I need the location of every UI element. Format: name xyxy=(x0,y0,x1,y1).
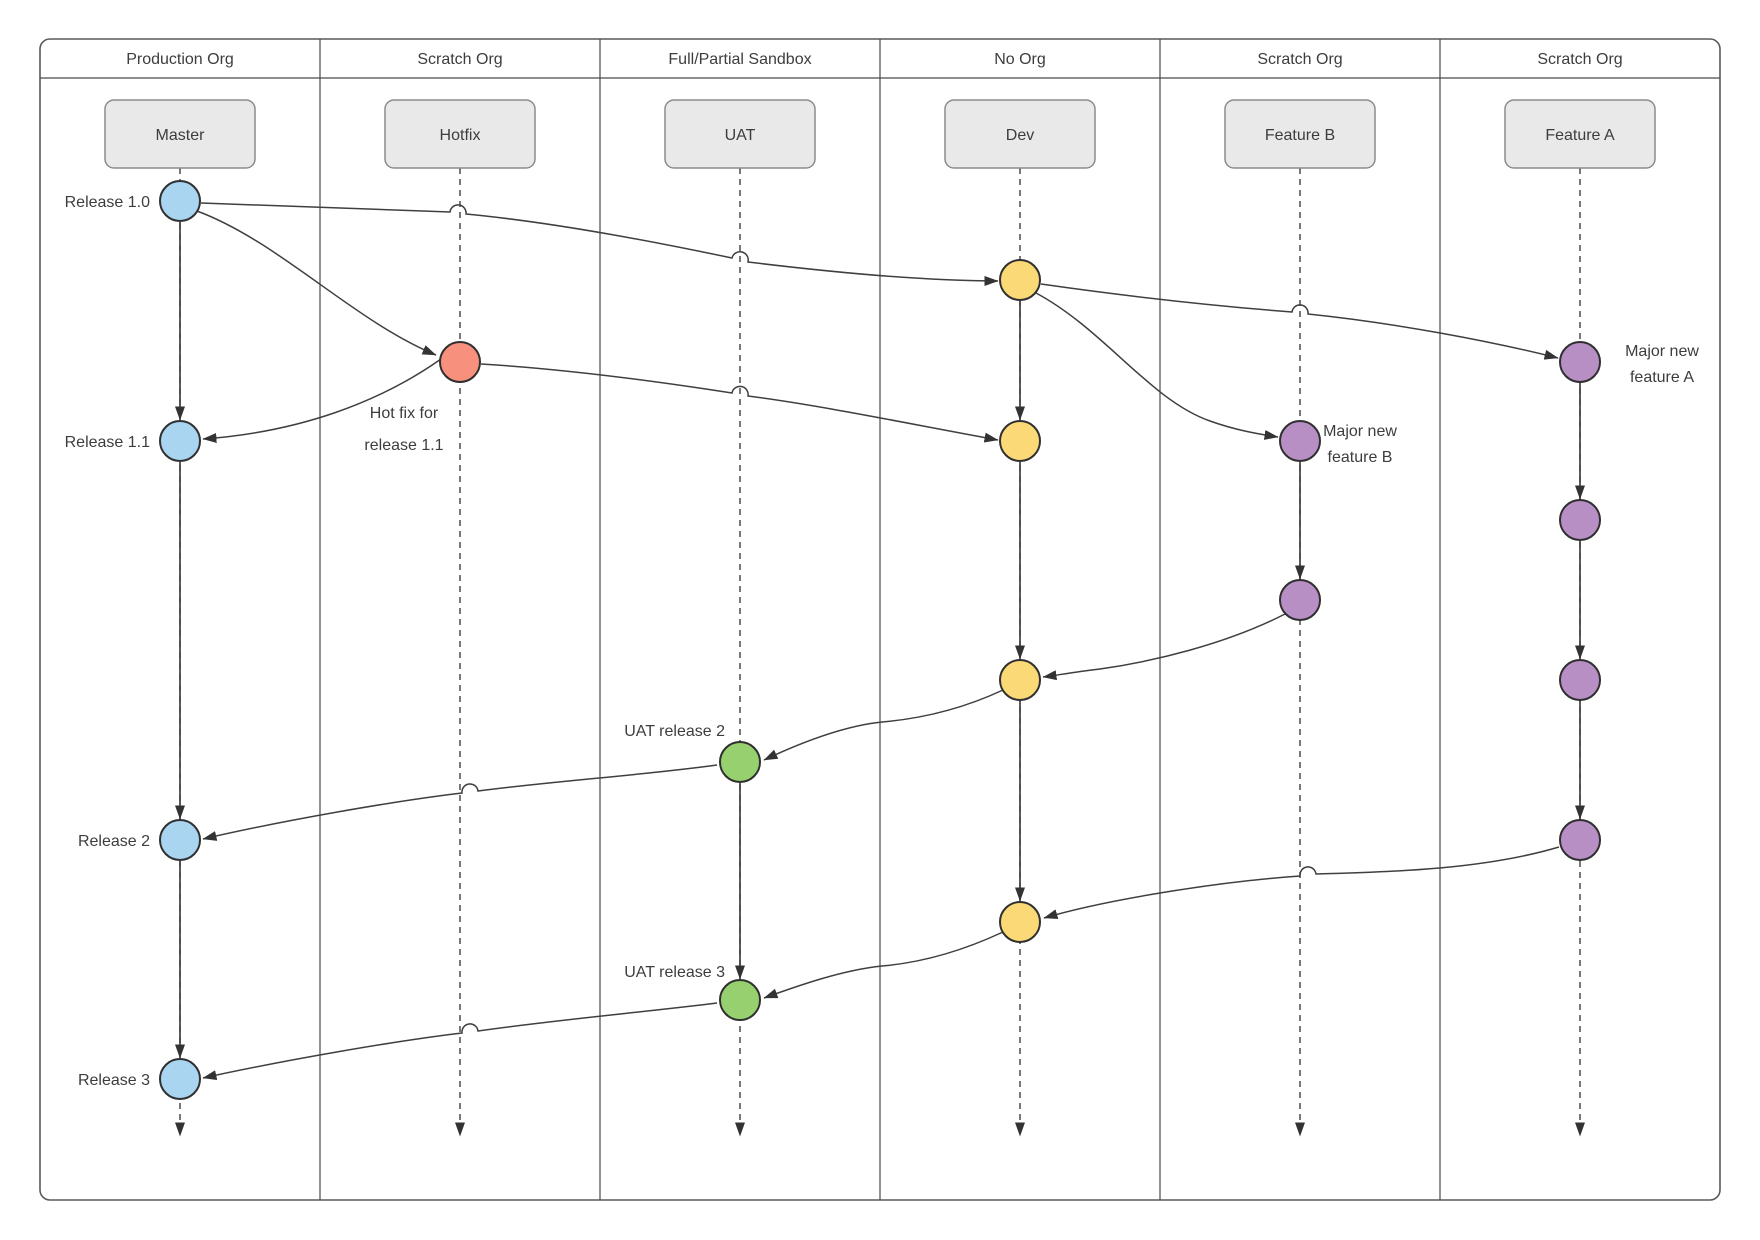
label-uat-release-2: UAT release 2 xyxy=(624,723,725,740)
edge-hotfix-to-release11 xyxy=(202,358,442,444)
label-release-1-0: Release 1.0 xyxy=(65,194,150,211)
label-hotfix-line2: release 1.1 xyxy=(364,437,443,454)
branch-label-dev: Dev xyxy=(1006,127,1034,144)
label-uat-release-3: UAT release 3 xyxy=(624,964,725,981)
commit-release-1-0 xyxy=(159,180,201,222)
edge-uat-to-release3 xyxy=(202,1002,718,1080)
commit-feature-a-4 xyxy=(1559,819,1601,861)
column-header-scratch-org-hotfix: Scratch Org xyxy=(417,51,502,68)
branch-label-feature-a: Feature A xyxy=(1545,127,1615,144)
branch-box-hotfix xyxy=(384,99,536,169)
edge-feature-a-to-dev xyxy=(1043,846,1560,919)
commit-feature-a-1 xyxy=(1559,341,1601,383)
branch-label-hotfix: Hotfix xyxy=(440,127,481,144)
edge-hotfix-to-dev xyxy=(480,363,999,443)
edge-dev-to-feature-b xyxy=(1035,292,1279,440)
commit-dev-2 xyxy=(999,420,1041,462)
label-feature-b-line2: feature B xyxy=(1328,449,1393,466)
edges xyxy=(175,202,1585,1080)
edge-release10-to-hotfix xyxy=(196,210,437,356)
label-feature-a-line2: feature A xyxy=(1630,369,1694,386)
branch-box-master xyxy=(104,99,256,169)
column-headers: Production Org Scratch Org Full/Partial … xyxy=(126,51,1622,68)
label-release-3: Release 3 xyxy=(78,1072,150,1089)
commit-uat-release-3 xyxy=(719,979,761,1021)
column-header-scratch-org-featb: Scratch Org xyxy=(1257,51,1342,68)
label-feature-a-line1: Major new xyxy=(1625,343,1699,360)
label-feature-b-line1: Major new xyxy=(1323,423,1397,440)
column-header-scratch-org-feata: Scratch Org xyxy=(1537,51,1622,68)
commit-release-2 xyxy=(159,819,201,861)
branch-boxes: Master Hotfix UAT Dev Feature B Feature … xyxy=(104,99,1656,169)
edge-dev-to-uat-release2 xyxy=(763,689,1004,761)
commit-dev-1 xyxy=(999,259,1041,301)
branch-label-uat: UAT xyxy=(725,127,756,144)
column-header-sandbox: Full/Partial Sandbox xyxy=(668,51,811,68)
commits xyxy=(159,180,1601,1100)
branch-box-dev xyxy=(944,99,1096,169)
edge-feature-b-to-dev xyxy=(1042,612,1288,681)
commit-dev-4 xyxy=(999,901,1041,943)
column-header-no-org: No Org xyxy=(994,51,1046,68)
edge-dev-to-feature-a xyxy=(1040,283,1559,360)
label-release-2: Release 2 xyxy=(78,833,150,850)
commit-uat-release-2 xyxy=(719,741,761,783)
branch-label-feature-b: Feature B xyxy=(1265,127,1335,144)
column-header-production-org: Production Org xyxy=(126,51,234,68)
commit-feature-a-3 xyxy=(1559,659,1601,701)
label-release-1-1: Release 1.1 xyxy=(65,434,150,451)
label-hotfix-line1: Hot fix for xyxy=(370,405,439,422)
commit-feature-a-2 xyxy=(1559,499,1601,541)
branch-box-feature-b xyxy=(1224,99,1376,169)
edge-release10-to-dev xyxy=(200,202,999,286)
commit-feature-b-1 xyxy=(1279,420,1321,462)
commit-hotfix xyxy=(439,341,481,383)
frame-group xyxy=(39,38,1721,1201)
commit-release-1-1 xyxy=(159,420,201,462)
edge-dev-to-uat-release3 xyxy=(763,931,1004,999)
branch-box-feature-a xyxy=(1504,99,1656,169)
branch-label-master: Master xyxy=(156,127,206,144)
commit-feature-b-2 xyxy=(1279,579,1321,621)
commit-dev-3 xyxy=(999,659,1041,701)
branch-box-uat xyxy=(664,99,816,169)
annotations: Release 1.0 Release 1.1 Release 2 Releas… xyxy=(65,194,1700,1089)
edge-uat-to-release2 xyxy=(202,764,718,841)
commit-release-3 xyxy=(159,1058,201,1100)
